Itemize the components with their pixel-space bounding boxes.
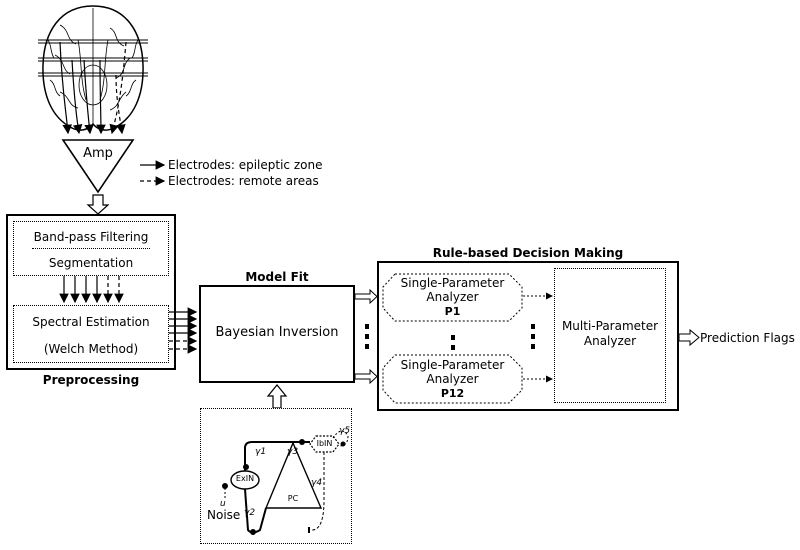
pc-triangle	[264, 441, 323, 509]
filtering-divider	[32, 248, 150, 249]
gamma2-label: γ2	[244, 508, 256, 518]
gamma3-label: γ3	[287, 447, 299, 457]
noise-label: Noise	[207, 508, 241, 522]
amp-to-preprocessing-arrow	[86, 194, 110, 215]
exin-label: ExIN	[235, 474, 255, 483]
circuit-box	[200, 408, 352, 544]
model-to-analyzer1-arrow	[354, 288, 378, 305]
model-fit-title: Model Fit	[245, 270, 309, 284]
gamma5-label: γ5	[339, 426, 351, 436]
welch-label: (Welch Method)	[43, 342, 139, 356]
amp-triangle	[61, 139, 135, 194]
spectral-estimation-label: Spectral Estimation	[32, 315, 150, 329]
analyzer1-line2: Analyzer	[426, 290, 479, 304]
analyzer2-shape	[382, 354, 523, 404]
pc-label: PC	[287, 494, 299, 503]
decision-to-output-arrow	[678, 328, 700, 347]
analyzer2-param: P12	[440, 387, 465, 400]
segmentation-label: Segmentation	[48, 256, 134, 270]
analyzer1-param: P1	[444, 305, 461, 318]
prediction-flags-label: Prediction Flags	[700, 331, 795, 345]
spectral-box	[13, 305, 169, 363]
model-fit-box	[199, 285, 355, 383]
analyzer1-shape	[382, 273, 523, 322]
u-label: u	[220, 499, 226, 509]
multi-analyzer-line2: Analyzer	[583, 334, 637, 348]
legend-dashed-label: Electrodes: remote areas	[168, 174, 319, 188]
gamma4-label: γ4	[311, 478, 323, 488]
analyzer2-line2: Analyzer	[426, 372, 479, 386]
electrode-lines	[38, 39, 148, 77]
bayesian-inversion-label: Bayesian Inversion	[215, 325, 339, 340]
amp-label: Amp	[83, 146, 113, 161]
decision-title: Rule-based Decision Making	[432, 246, 624, 260]
multi-analyzer-box	[554, 268, 666, 403]
ibin-label: IbIN	[316, 439, 333, 448]
analyzer2-line1: Single-Parameter	[400, 358, 505, 372]
analyzer1-line1: Single-Parameter	[400, 276, 505, 290]
gamma1-label: γ1	[255, 447, 267, 457]
multi-analyzer-line1: Multi-Parameter	[561, 319, 659, 333]
ibin-node	[309, 435, 340, 453]
seg-to-spectral-arrows	[59, 276, 124, 304]
preprocessing-title: Preprocessing	[42, 373, 140, 387]
legend-solid-label: Electrodes: epileptic zone	[168, 158, 323, 172]
circuit-to-model-arrow	[266, 384, 288, 409]
electrode-arrows	[59, 41, 127, 135]
model-to-analyzer2-arrow	[354, 368, 378, 385]
preproc-to-model-arrows	[169, 307, 198, 354]
brain-icon	[42, 5, 144, 131]
band-pass-label: Band-pass Filtering	[33, 230, 149, 244]
